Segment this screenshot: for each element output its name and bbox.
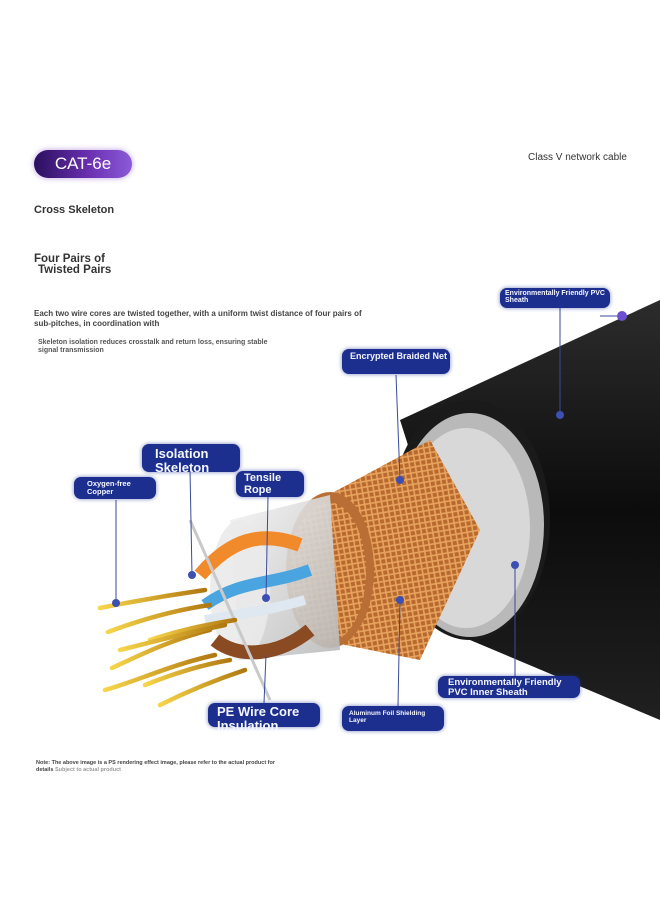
disclaimer-note: Note: The above image is a PS rendering … <box>36 760 276 774</box>
twisted-pairs-heading: Four Pairs of Twisted Pairs <box>34 254 111 276</box>
label-pvc-inner-sheath: Environmentally Friendly PVC Inner Sheat… <box>438 676 580 698</box>
cable-class-text: Class V network cable <box>528 152 627 163</box>
cross-skeleton-heading: Cross Skeleton <box>34 204 114 216</box>
label-pvc-sheath: Environmentally Friendly PVC Sheath <box>500 288 610 308</box>
isolation-description: Skeleton isolation reduces crosstalk and… <box>38 339 288 355</box>
label-tensile-rope: Tensile Rope <box>236 471 304 497</box>
label-aluminum-foil-shielding: Aluminum Foil Shielding Layer <box>342 706 444 731</box>
label-pe-wire-core-insulation: PE Wire Core Insulation <box>208 703 320 727</box>
twist-description: Each two wire cores are twisted together… <box>34 309 364 329</box>
twisted-pairs-heading-line2: Twisted Pairs <box>34 265 111 276</box>
label-oxygen-free-copper: Oxygen-free Copper <box>74 477 156 499</box>
label-isolation-skeleton: Isolation Skeleton <box>142 444 240 472</box>
category-badge: CAT-6e <box>34 150 132 178</box>
label-encrypted-braided-net: Encrypted Braided Net <box>342 349 450 374</box>
disclaimer-blurred-text: Subject to actual product <box>55 767 121 773</box>
